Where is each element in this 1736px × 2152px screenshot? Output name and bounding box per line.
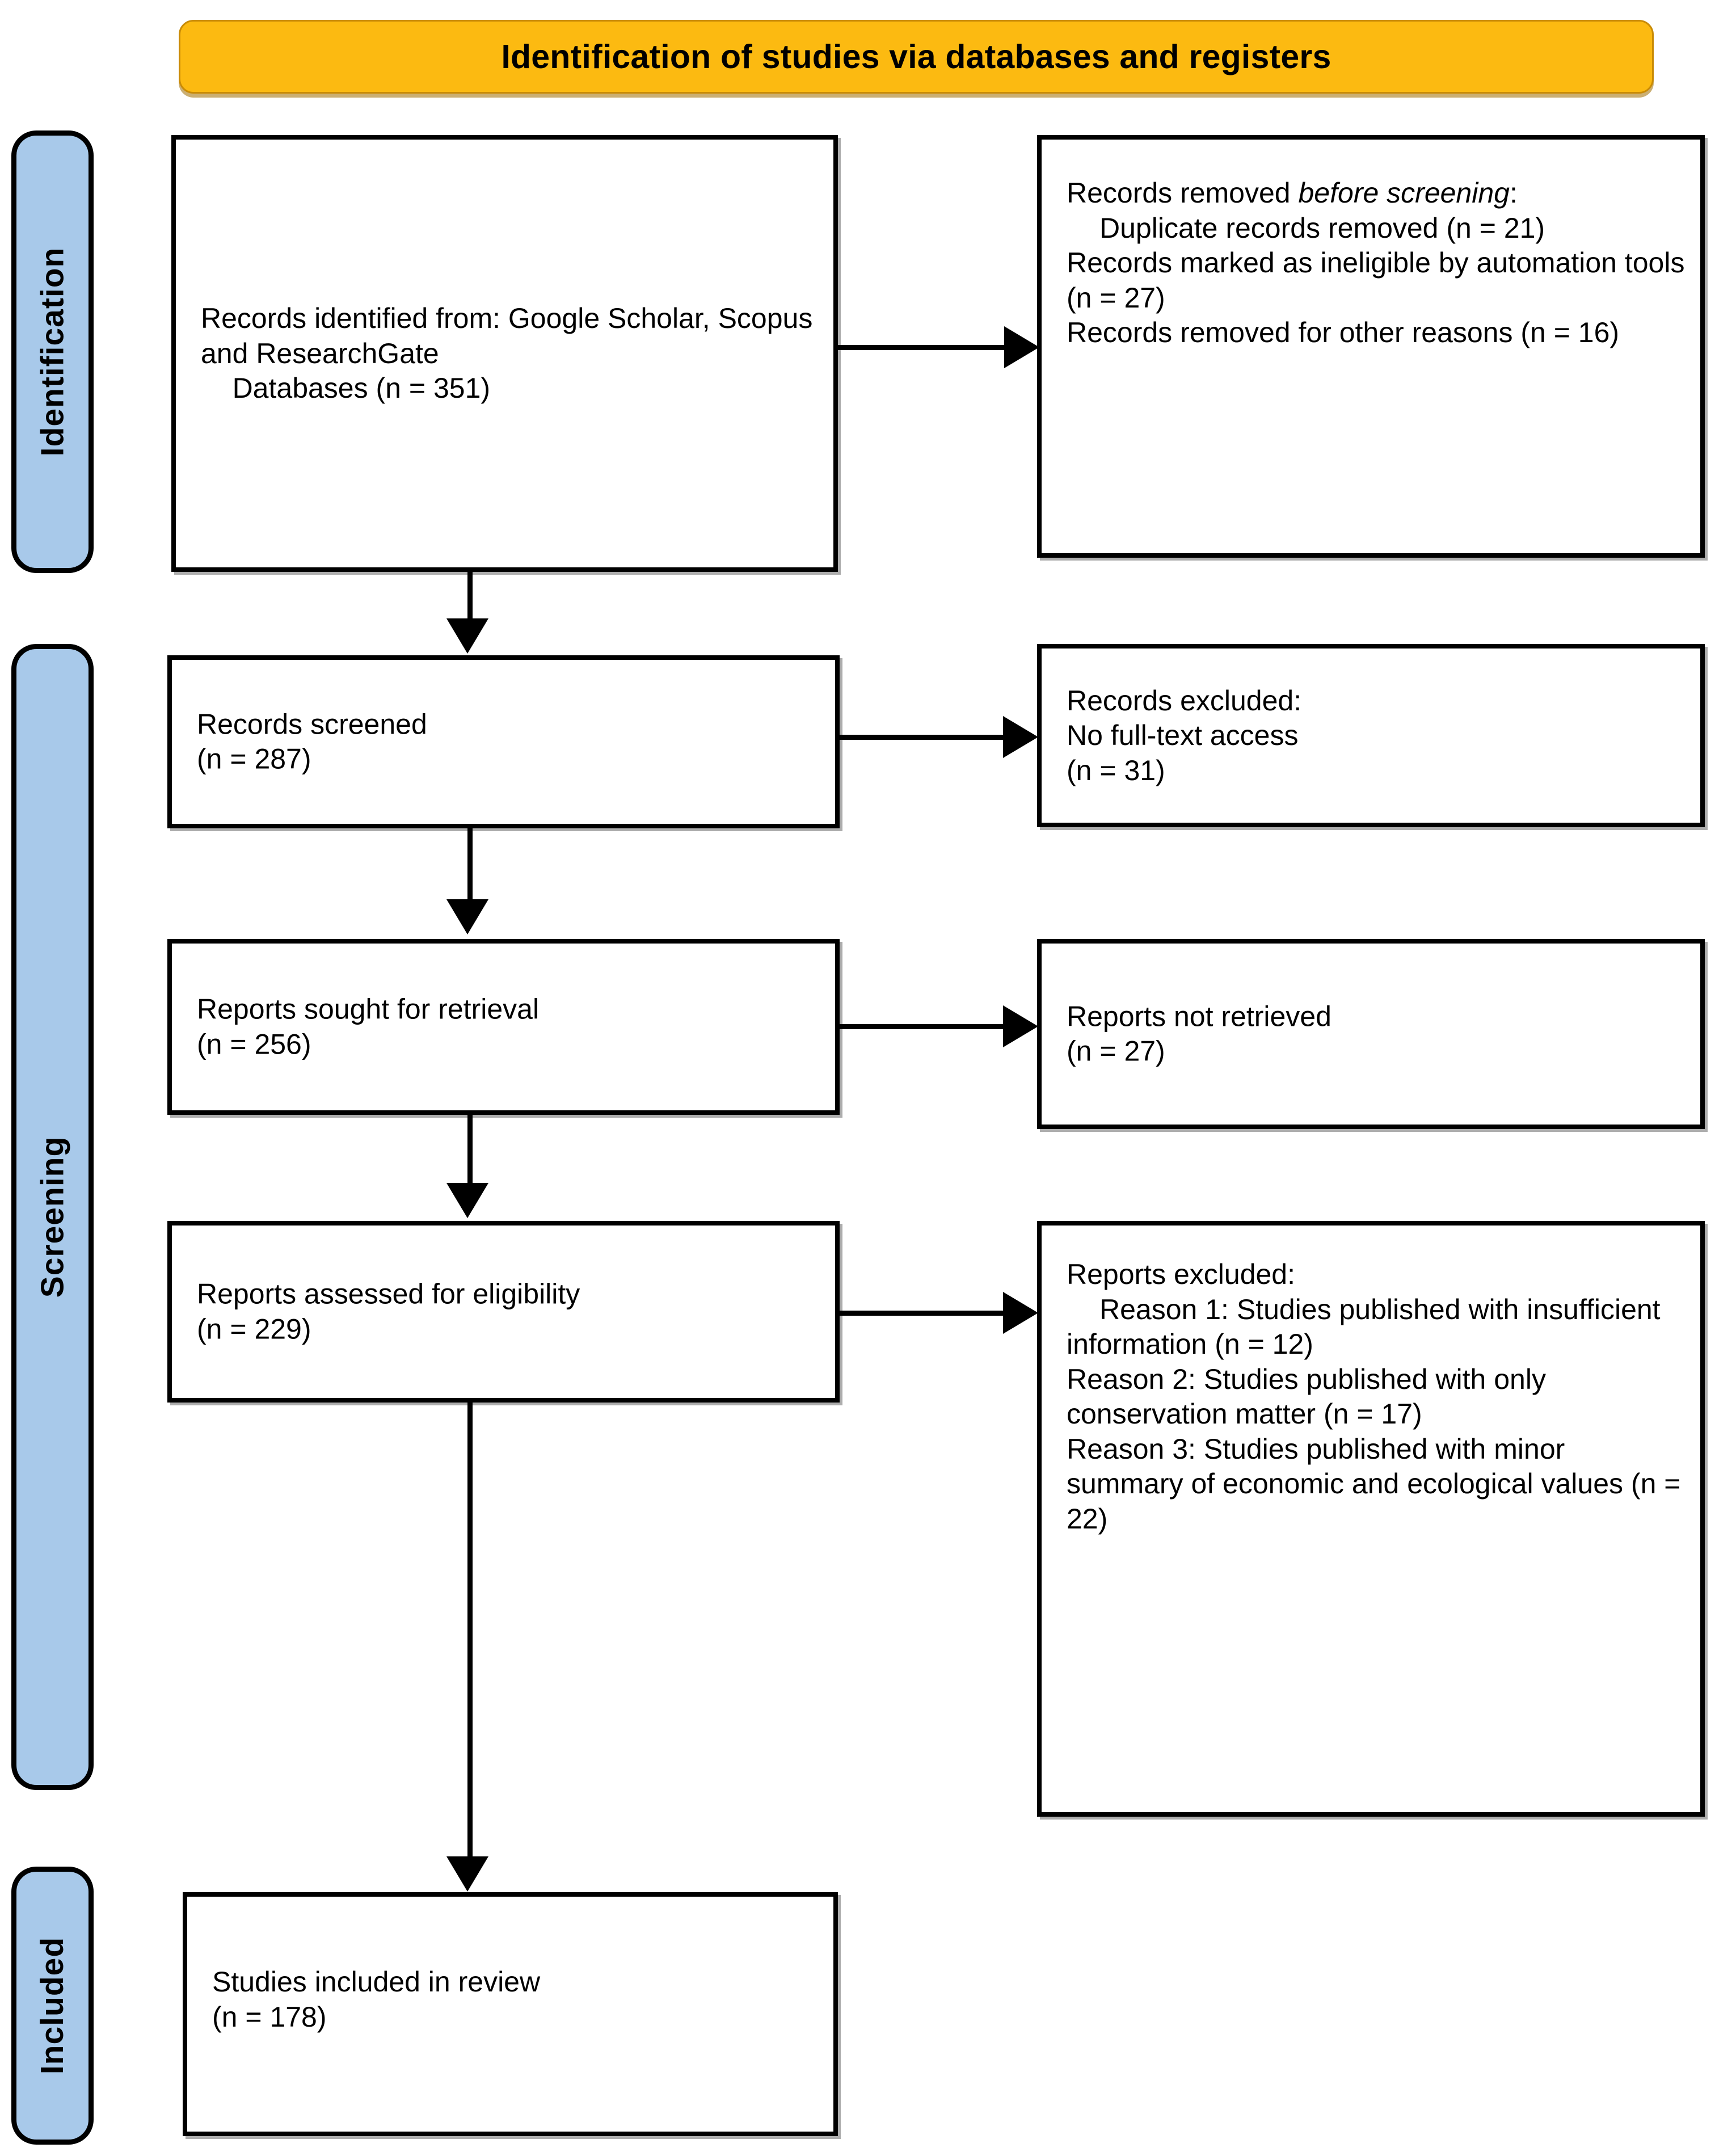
box-reports-sought-for-retrieval: Reports sought for retrieval (n = 256): [167, 939, 840, 1115]
connector-sought-to-not-retrieved: [840, 1024, 1007, 1029]
records-removed-heading-italic: before screening: [1298, 177, 1510, 209]
box-reports-sought-text: Reports sought for retrieval (n = 256): [197, 993, 540, 1060]
header-banner: Identification of studies via databases …: [179, 20, 1654, 94]
stage-label-identification: Identification: [11, 130, 94, 573]
records-removed-item-1: Duplicate records removed (n = 21): [1099, 212, 1545, 244]
box-reports-excluded-content: Reports excluded:Reason 1: Studies publi…: [1067, 1257, 1687, 1536]
reports-excluded-item-2: Reason 2: Studies published with only co…: [1067, 1363, 1554, 1430]
connector-assessed-to-included: [467, 1403, 473, 1859]
box-records-screened: Records screened (n = 287): [167, 655, 840, 828]
stage-included-text: Included: [34, 1936, 71, 2075]
connector-screened-to-sought: [467, 828, 473, 902]
header-title: Identification of studies via databases …: [501, 38, 1332, 75]
box-reports-not-retrieved: Reports not retrieved (n = 27): [1037, 939, 1705, 1129]
box-records-screened-text: Records screened (n = 287): [197, 708, 427, 775]
reports-excluded-heading: Reports excluded:: [1067, 1258, 1296, 1290]
arrowhead-right-icon: [1003, 716, 1038, 758]
arrowhead-right-icon: [1004, 326, 1039, 368]
records-removed-item-3: Records removed for other reasons (n = 1…: [1067, 317, 1620, 348]
box-records-identified-text: Records identified from: Google Scholar,…: [201, 302, 813, 404]
connector-screened-to-records-excluded: [840, 735, 1007, 740]
arrowhead-down-icon: [446, 618, 488, 654]
arrowhead-down-icon: [446, 899, 488, 934]
connector-sought-to-assessed: [467, 1115, 473, 1186]
box-records-identified: Records identified from: Google Scholar,…: [171, 135, 838, 572]
stage-identification-text: Identification: [34, 247, 71, 457]
arrowhead-right-icon: [1003, 1292, 1038, 1334]
arrowhead-down-icon: [446, 1183, 488, 1218]
box-records-removed-before-screening: Records removed before screening:Duplica…: [1037, 135, 1705, 558]
stage-screening-text: Screening: [34, 1136, 71, 1298]
box-reports-not-retrieved-text: Reports not retrieved (n = 27): [1067, 1000, 1332, 1067]
arrowhead-down-icon: [446, 1856, 488, 1892]
box-reports-assessed-text: Reports assessed for eligibility (n = 22…: [197, 1278, 580, 1345]
connector-identified-to-removed: [838, 345, 1008, 350]
box-studies-included-in-review: Studies included in review (n = 178): [183, 1892, 838, 2136]
reports-excluded-item-3: Reason 3: Studies published with minor s…: [1067, 1433, 1689, 1535]
records-removed-heading-plain: Records removed: [1067, 177, 1299, 209]
stage-label-included: Included: [11, 1867, 94, 2145]
box-records-excluded-text: Records excluded: No full-text access (n…: [1067, 684, 1302, 786]
records-removed-heading-colon: :: [1509, 177, 1518, 209]
box-reports-excluded: Reports excluded:Reason 1: Studies publi…: [1037, 1221, 1705, 1817]
box-records-excluded: Records excluded: No full-text access (n…: [1037, 644, 1705, 827]
arrowhead-right-icon: [1003, 1005, 1038, 1047]
reports-excluded-item-1: Reason 1: Studies published with insuffi…: [1067, 1293, 1668, 1361]
box-studies-included-text: Studies included in review (n = 178): [212, 1966, 541, 2033]
box-reports-assessed-for-eligibility: Reports assessed for eligibility (n = 22…: [167, 1221, 840, 1403]
connector-assessed-to-reports-excluded: [840, 1311, 1007, 1316]
connector-identified-to-screened: [467, 572, 473, 623]
records-removed-item-2: Records marked as ineligible by automati…: [1067, 247, 1693, 314]
box-records-removed-content: Records removed before screening:Duplica…: [1067, 176, 1687, 351]
stage-label-screening: Screening: [11, 644, 94, 1790]
